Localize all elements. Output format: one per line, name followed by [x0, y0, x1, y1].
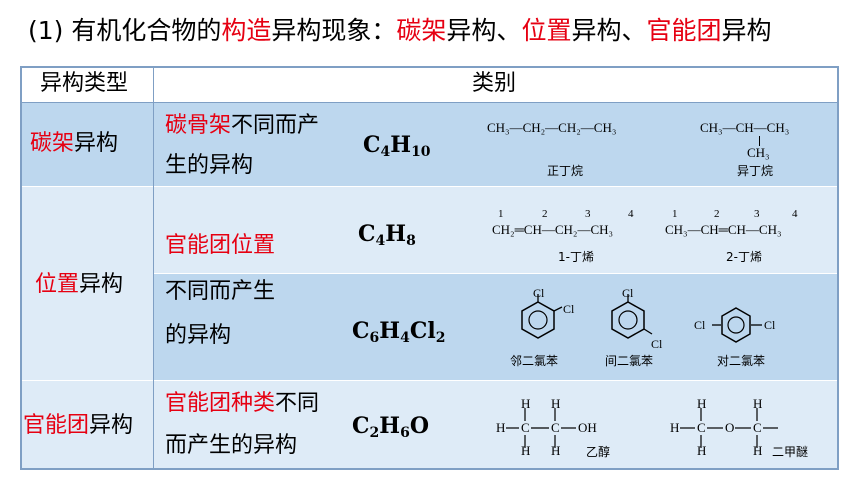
table-divider	[154, 273, 839, 274]
desc-functional-2: 而产生的异构	[165, 433, 298, 458]
page-heading: (1) 有机化合物的构造异构现象：碳架异构、位置异构、官能团异构	[28, 14, 772, 48]
atom-h: H	[551, 443, 561, 458]
desc-functional-1: 官能团种类不同	[165, 391, 320, 416]
name-para-dichlorobenzene: 对二氯苯	[717, 354, 766, 368]
meta-dichlorobenzene-ring	[611, 294, 653, 339]
carbon-number: 4	[792, 208, 798, 220]
table-border	[20, 468, 839, 470]
table-divider	[20, 380, 839, 381]
chlorine-label: Cl	[533, 286, 545, 300]
desc-carbon-1: 碳骨架不同而产	[165, 113, 320, 138]
header-type: 异构类型	[40, 71, 129, 96]
header-category: 类别	[472, 71, 517, 96]
desc-position-a: 官能团位置	[165, 233, 276, 258]
structure-1-butene: CH₂═CH—CH₂—CH₃	[492, 222, 614, 237]
type-position: 位置异构	[35, 272, 124, 297]
heading-text: 异构	[721, 16, 772, 45]
heading-highlight: 碳架	[396, 16, 447, 45]
isomer-table: 异构类型 类别 碳架异构 碳骨架不同而产 生的异构 C4H10 CH₃—CH₂—…	[20, 66, 839, 470]
heading-text: 异构、	[571, 16, 647, 45]
heading-text: 异构、	[446, 16, 522, 45]
atom-h: H	[521, 396, 531, 411]
heading-highlight: 位置	[521, 16, 572, 45]
name-1-butene: 1-丁烯	[558, 250, 594, 264]
formula-c4h8: C4H8	[358, 221, 416, 249]
desc-position-b2: 的异构	[165, 323, 232, 348]
atom-c: C	[697, 420, 706, 435]
name-isobutane: 异丁烷	[737, 164, 774, 178]
chlorine-label: Cl	[563, 302, 575, 316]
formula-c4h10: C4H10	[363, 132, 431, 160]
atom-h: H	[697, 443, 707, 458]
name-meta-dichlorobenzene: 间二氯苯	[605, 354, 654, 368]
atom-h: H	[753, 443, 763, 458]
heading-text: 异构现象：	[271, 16, 397, 45]
name-2-butene: 2-丁烯	[726, 250, 762, 264]
chlorine-label: Cl	[764, 318, 776, 332]
carbon-number: 2	[714, 208, 720, 220]
row-functional-bg	[20, 380, 839, 470]
heading-text: (1) 有机化合物的	[28, 16, 222, 45]
desc-position-b1: 不同而产生	[165, 279, 276, 304]
type-carbon: 碳架异构	[30, 131, 119, 156]
row-position-sub-bg	[154, 273, 839, 380]
atom-h: H	[697, 396, 707, 411]
atom-h: H	[551, 396, 561, 411]
chlorine-label: Cl	[651, 337, 663, 351]
carbon-number: 2	[542, 208, 548, 220]
table-border	[20, 66, 839, 68]
carbon-number: 1	[498, 208, 504, 220]
atom-oh: OH	[578, 420, 597, 435]
structure-isobutane-branch: CH₃	[747, 145, 770, 160]
atom-h: H	[521, 443, 531, 458]
table-divider	[20, 186, 839, 187]
name-dimethyl-ether: 二甲醚	[772, 445, 809, 459]
row-carbon-bg	[20, 102, 839, 186]
name-ethanol: 乙醇	[586, 445, 611, 459]
chlorine-label: Cl	[622, 286, 634, 300]
table-border	[837, 66, 839, 470]
structure-isobutane: CH₃—CH—CH₃	[700, 120, 790, 135]
formula-c2h6o: C2H6O	[352, 413, 429, 441]
type-functional-group: 官能团异构	[23, 413, 134, 438]
formula-c6h4cl2: C6H4Cl2	[352, 318, 446, 346]
desc-carbon-2: 生的异构	[165, 153, 254, 178]
ortho-dichlorobenzene-ring	[521, 294, 563, 339]
carbon-number: 3	[585, 208, 591, 220]
name-ortho-dichlorobenzene: 邻二氯苯	[510, 354, 559, 368]
para-dichlorobenzene-ring	[712, 307, 762, 343]
ethanol-structure-bonds	[506, 408, 576, 448]
atom-o: O	[725, 420, 735, 435]
atom-h: H	[670, 420, 680, 435]
atom-h: H	[496, 420, 506, 435]
carbon-number: 4	[628, 208, 634, 220]
carbon-number: 1	[672, 208, 678, 220]
atom-c: C	[521, 420, 530, 435]
carbon-number: 3	[754, 208, 760, 220]
table-border	[153, 66, 154, 470]
atom-c: C	[551, 420, 560, 435]
table-border	[20, 66, 22, 470]
name-n-butane: 正丁烷	[547, 164, 584, 178]
heading-highlight: 构造	[221, 16, 272, 45]
structure-2-butene: CH₃—CH═CH—CH₃	[665, 222, 782, 237]
atom-c: C	[753, 420, 762, 435]
header-row	[20, 66, 839, 102]
atom-h: H	[753, 396, 763, 411]
chlorine-label: Cl	[694, 318, 706, 332]
heading-highlight: 官能团	[646, 16, 722, 45]
bond-line	[759, 136, 760, 146]
table-border	[20, 102, 839, 103]
structure-n-butane: CH₃—CH₂—CH₂—CH₃	[487, 120, 617, 135]
dimethyl-ether-structure-bonds	[680, 408, 778, 448]
